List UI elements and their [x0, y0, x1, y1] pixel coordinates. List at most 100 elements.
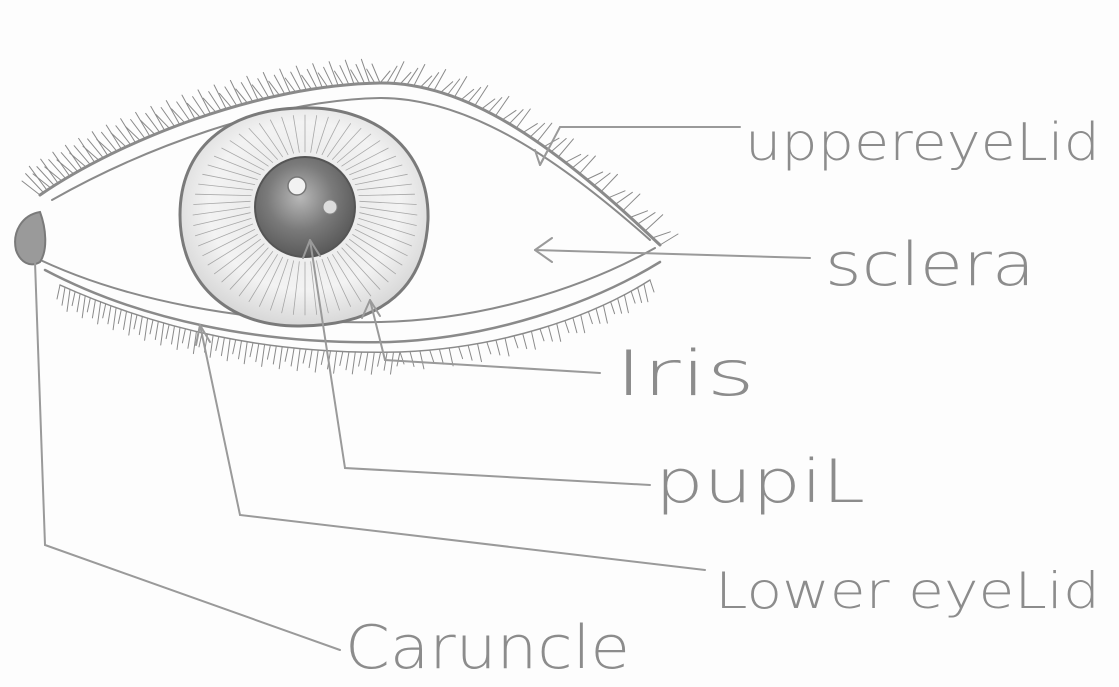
- eyelash-stroke: [134, 315, 137, 329]
- eyelash-stroke: [256, 344, 259, 362]
- eyelash-stroke: [365, 352, 368, 370]
- eyelash-stroke: [182, 329, 185, 343]
- eyelash-stroke: [57, 285, 60, 299]
- eyelash-stroke: [116, 126, 131, 145]
- eyelash-stroke: [250, 343, 253, 357]
- eyelash-stroke: [321, 351, 324, 365]
- eyelash-stroke: [548, 326, 552, 341]
- eyelash-stroke: [313, 64, 323, 88]
- eyelash-stroke: [587, 172, 603, 180]
- eyelash-stroke: [37, 167, 54, 186]
- eyelash-stroke: [631, 291, 635, 303]
- eyelash-stroke: [188, 330, 191, 348]
- eyelash-stroke: [303, 349, 306, 363]
- eyelash-stroke: [315, 350, 318, 372]
- eyelash-stroke: [309, 350, 312, 368]
- eyelash-stroke: [455, 77, 467, 97]
- eyelash-stroke: [45, 167, 62, 181]
- eyelash-stroke: [262, 344, 265, 366]
- leader-upper-eyelid: [540, 127, 740, 165]
- eyelash-stroke: [638, 288, 642, 303]
- eyelash-stroke: [103, 304, 106, 318]
- eyelash-stroke: [523, 334, 527, 349]
- eyelash-stroke: [22, 181, 40, 195]
- eyelash-stroke: [487, 342, 491, 354]
- eyelash-stroke: [378, 352, 381, 366]
- eyelash-stroke: [239, 341, 242, 359]
- eyelash-stroke: [397, 352, 400, 366]
- eyelash-stroke: [155, 322, 158, 340]
- eyelash-stroke: [624, 295, 628, 313]
- eyelash-stroke: [145, 318, 148, 340]
- eyelash-stroke: [540, 329, 544, 341]
- eyelash-stroke: [227, 339, 230, 361]
- eyelash-stroke: [630, 211, 647, 218]
- leader-sclera: [535, 250, 810, 258]
- eyelash-stroke: [139, 317, 142, 335]
- eyelash-stroke: [280, 69, 291, 93]
- eyelash-stroke: [67, 289, 70, 311]
- eyelash-stroke: [580, 156, 596, 174]
- eyelash-stroke: [346, 352, 349, 370]
- eyelash-stroke: [505, 338, 509, 356]
- eyelash-stroke: [371, 352, 374, 374]
- eyelash-stroke: [79, 138, 95, 162]
- eyelash-stroke: [459, 347, 463, 359]
- eyelash-stroke: [273, 346, 276, 364]
- label-pupil: pupiL: [655, 447, 865, 517]
- eyelash-stroke: [285, 347, 288, 361]
- eyelash-stroke: [26, 174, 44, 193]
- eyelash-stroke: [82, 296, 85, 318]
- eyelash-stroke: [531, 331, 535, 349]
- eyelash-stroke: [565, 321, 569, 333]
- eyelash-stroke: [334, 351, 337, 373]
- label-caruncle: Caruncle: [345, 613, 630, 683]
- eyelash-stroke: [62, 287, 65, 305]
- eyelash-stroke: [478, 344, 482, 362]
- eyelash-stroke: [557, 323, 561, 341]
- label-sclera: sclera: [825, 230, 1035, 300]
- eyelash-stroke: [198, 90, 211, 114]
- eyelash-stroke: [581, 315, 585, 333]
- eyelash-stroke: [496, 96, 509, 116]
- eyelash-stroke: [367, 69, 375, 83]
- eyelash-stroke: [439, 349, 443, 364]
- eyelash-stroke: [233, 340, 236, 354]
- eyelash-stroke: [434, 70, 446, 91]
- eyelash-stroke: [516, 109, 530, 128]
- eyelash-stroke: [394, 62, 404, 84]
- eyelash-stroke: [247, 76, 258, 100]
- eyelash-stroke: [608, 191, 625, 198]
- eyelash-stroke: [210, 335, 213, 357]
- eyelash-stroke: [514, 336, 518, 348]
- eyelash-stroke: [129, 313, 132, 335]
- eyelash-stroke: [61, 153, 77, 172]
- eyelash-stroke: [653, 232, 671, 238]
- eyelash-stroke: [351, 70, 360, 84]
- eyelash-stroke: [279, 347, 282, 369]
- pupil-shape: [255, 157, 355, 257]
- eyelash-stroke: [296, 66, 306, 90]
- eyelash-stroke: [638, 213, 655, 225]
- eyelash-stroke: [414, 65, 425, 86]
- eyelash-stroke: [400, 352, 404, 364]
- eyelash-stroke: [108, 306, 111, 324]
- eyelash-stroke: [603, 305, 607, 323]
- eyelash-stroke: [558, 139, 573, 157]
- eyelash-stroke: [216, 337, 219, 351]
- eyelash-stroke: [267, 345, 270, 359]
- eyelash-stroke: [340, 352, 343, 366]
- eyelash-stroke: [113, 308, 116, 330]
- eyelash-stroke: [172, 326, 175, 344]
- eyelash-stroke: [596, 308, 600, 323]
- eyelash-stroke: [496, 340, 500, 355]
- eyelash-stroke: [92, 132, 108, 156]
- eyelash-stroke: [601, 174, 617, 191]
- eyelash-stroke: [468, 345, 472, 360]
- eyelash-stroke: [391, 352, 394, 374]
- eyelash-stroke: [92, 300, 95, 318]
- eyelash-stroke: [87, 298, 90, 312]
- eyelash-stroke: [177, 328, 180, 350]
- eyelash-stroke: [475, 86, 488, 106]
- eyelash-stroke: [230, 80, 242, 104]
